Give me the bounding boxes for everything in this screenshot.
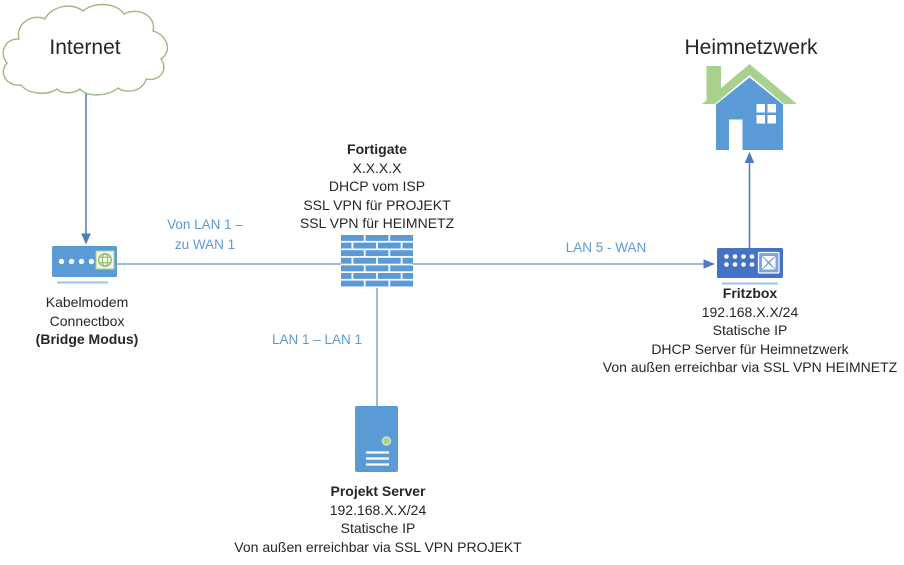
fritzbox-detail: 192.168.X.X/24 <box>701 303 799 320</box>
brick <box>353 257 377 264</box>
house-window <box>756 104 776 124</box>
brick <box>402 273 413 279</box>
server-detail: 192.168.X.X/24 <box>329 501 427 518</box>
router-led <box>741 262 746 267</box>
modem-led <box>88 258 95 265</box>
label-fortigate-to-fritzbox: LAN 5 - WAN <box>565 240 647 255</box>
globe-icon <box>95 250 115 270</box>
router-led <box>749 262 755 267</box>
fortigate-name: Fortigate <box>347 141 407 157</box>
arrowhead-up-icon <box>744 152 755 163</box>
brick <box>390 235 413 241</box>
brick <box>341 242 352 249</box>
brick <box>377 257 401 264</box>
cloud-outline <box>2 3 169 96</box>
brick <box>353 242 377 249</box>
brick <box>390 250 413 257</box>
brick <box>365 250 389 257</box>
brick <box>377 242 401 249</box>
brick <box>341 273 352 279</box>
arrowhead-down-icon <box>81 233 91 245</box>
fritzbox-name: Fritzbox <box>722 285 778 301</box>
house-door <box>729 119 743 150</box>
tower-server-icon <box>355 406 398 472</box>
fritzbox-detail: Statische IP <box>712 322 788 338</box>
brick <box>341 250 364 257</box>
fritzbox-detail: Von außen erreichbar via SSL VPN HEIMNET… <box>602 359 898 375</box>
modem-label-line: (Bridge Modus) <box>35 331 139 347</box>
arrowhead-right-icon <box>703 259 715 269</box>
fortigate-detail: X.X.X.X <box>352 159 402 176</box>
connection-label-line: zu WAN 1 <box>174 237 236 252</box>
modem-label-line: Kabelmodem <box>45 294 129 310</box>
fritzbox-detail: DHCP Server für Heimnetzwerk <box>651 340 849 357</box>
modem-led <box>78 258 85 265</box>
brick <box>377 273 401 279</box>
router-led <box>724 262 729 267</box>
brick <box>341 280 364 287</box>
fortigate-detail: SSL VPN für PROJEKT <box>303 196 451 213</box>
cloud-icon <box>2 3 169 96</box>
connections-layer <box>81 88 755 406</box>
server-body <box>355 406 398 472</box>
firewall-brick-wall-icon <box>341 235 413 287</box>
router-led <box>732 262 738 267</box>
brick <box>365 280 389 287</box>
fortigate-text-block: Fortigate X.X.X.X DHCP vom ISP SSL VPN f… <box>300 140 454 233</box>
router-led <box>749 254 755 259</box>
server-detail: Von außen erreichbar via SSL VPN PROJEKT <box>234 538 522 555</box>
label-fortigate-to-server: LAN 1 – LAN 1 <box>271 332 363 347</box>
modem-led <box>58 258 65 265</box>
brick <box>390 280 413 287</box>
modem-led <box>68 258 75 265</box>
fan-panel-icon <box>757 251 780 274</box>
brick <box>341 257 352 264</box>
modem-text-block: Kabelmodem Connectbox (Bridge Modus) <box>36 293 139 349</box>
brick <box>341 265 364 272</box>
house-icon <box>702 64 797 150</box>
brick <box>365 235 389 241</box>
brick <box>353 273 377 279</box>
router-led <box>732 254 738 259</box>
server-power-led <box>381 436 392 446</box>
brick <box>402 257 413 264</box>
fortigate-detail: DHCP vom ISP <box>328 178 426 194</box>
brick <box>365 265 389 272</box>
modem-label-line: Connectbox <box>49 312 125 329</box>
server-name: Projekt Server <box>330 483 426 499</box>
connection-label-line: Von LAN 1 – <box>167 217 243 232</box>
brick <box>402 242 413 249</box>
heimnetzwerk-title: Heimnetzwerk <box>684 36 818 59</box>
label-modem-to-fortigate: Von LAN 1 – zu WAN 1 <box>167 215 243 255</box>
router-led <box>724 254 729 259</box>
server-text-block: Projekt Server 192.168.X.X/24 Statische … <box>234 482 521 556</box>
fritzbox-text-block: Fritzbox 192.168.X.X/24 Statische IP DHC… <box>603 284 897 377</box>
brick <box>341 235 364 241</box>
internet-title: Internet <box>49 36 121 59</box>
router-icon <box>717 248 783 285</box>
house-roof <box>702 64 797 104</box>
router-led <box>741 254 746 259</box>
server-detail: Statische IP <box>340 520 416 536</box>
cable-modem-icon <box>52 246 117 284</box>
fortigate-detail: SSL VPN für HEIMNETZ <box>299 215 455 231</box>
brick <box>390 265 413 272</box>
